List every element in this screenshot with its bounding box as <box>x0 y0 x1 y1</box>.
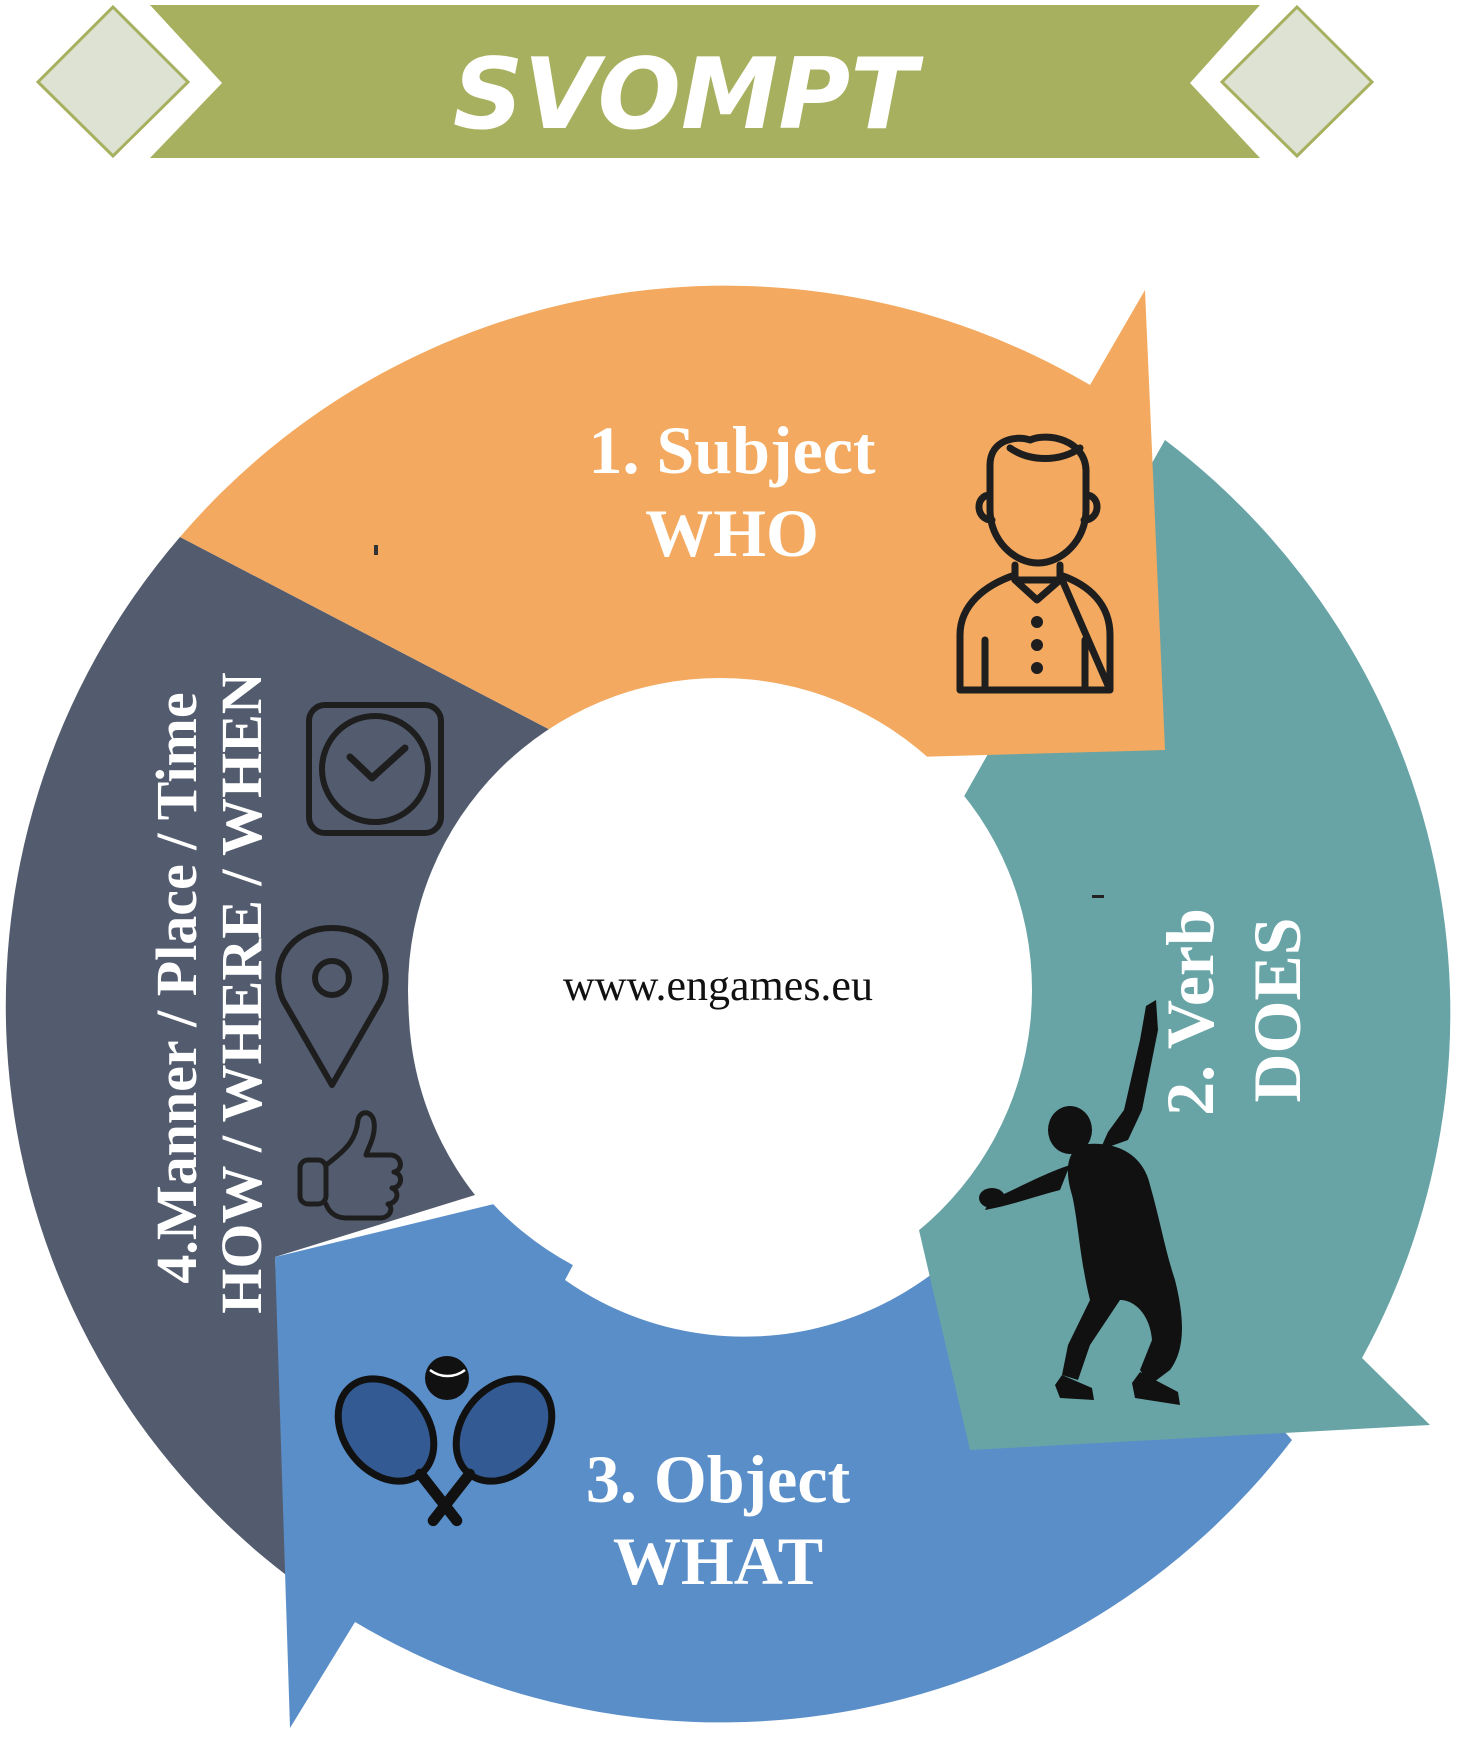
subject-question: WHO <box>645 495 819 571</box>
verb-label: 2. Verb <box>1152 908 1228 1116</box>
object-question: WHAT <box>613 1523 823 1599</box>
thumbs-up-icon <box>297 1110 403 1221</box>
banner-title: SVOMPT <box>453 38 924 152</box>
tennis-player-icon <box>979 1000 1182 1405</box>
mpt-label: 4.Manner / Place / Time <box>144 692 209 1283</box>
tennis-rackets-icon <box>334 1356 556 1527</box>
website-url: www.engames.eu <box>563 961 873 1010</box>
subject-label: 1. Subject <box>588 412 875 488</box>
subject-segment <box>180 285 1165 830</box>
object-label: 3. Object <box>586 1441 851 1517</box>
clock-icon <box>306 702 444 836</box>
verb-question: DOES <box>1239 917 1315 1102</box>
title-banner: SVOMPT <box>35 4 1375 159</box>
center-circle <box>408 678 1032 1302</box>
banner-left-diamond-icon <box>35 4 191 159</box>
mpt-question: HOW / WHERE / WHEN <box>209 672 274 1313</box>
person-icon <box>956 433 1114 694</box>
location-pin-icon <box>275 925 389 1088</box>
verb-mark <box>1092 895 1104 898</box>
subject-mark <box>374 545 378 555</box>
tennis-ball-icon <box>425 1356 469 1400</box>
banner-ribbon <box>150 5 1260 158</box>
banner-right-diamond-icon <box>1219 4 1375 159</box>
